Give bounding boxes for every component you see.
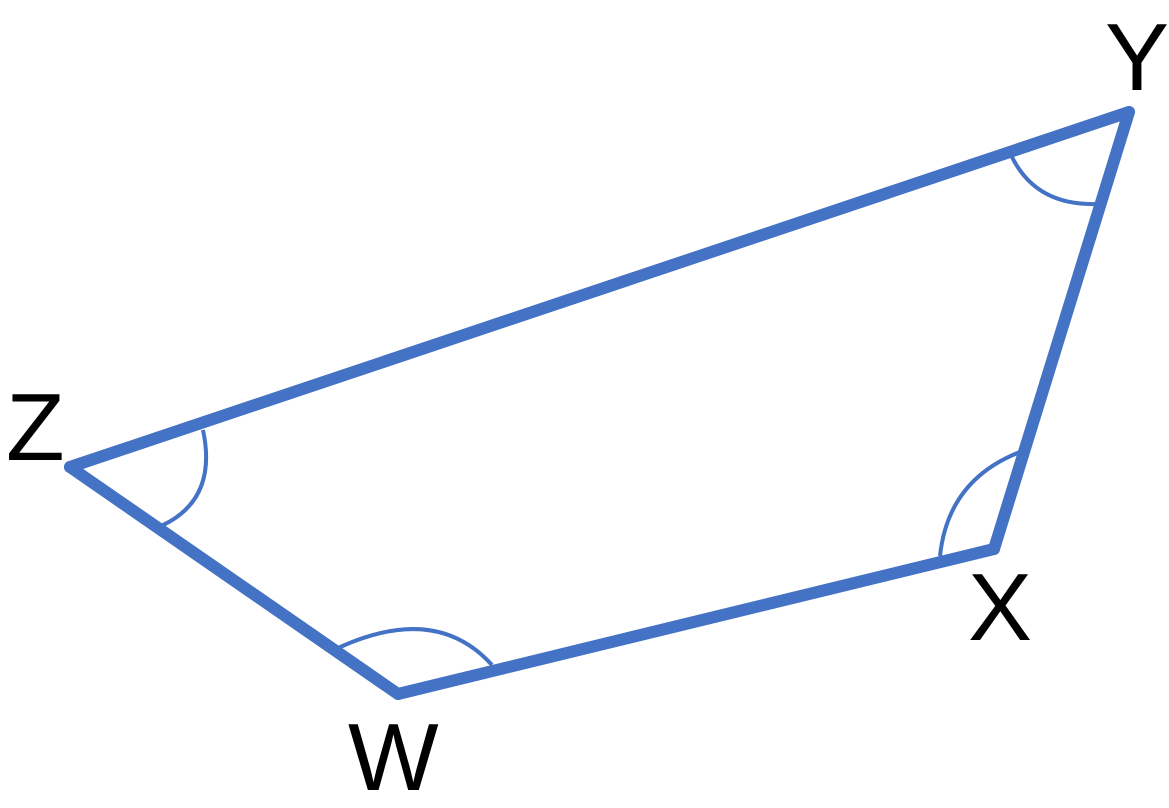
vertex-label-z: Z	[6, 374, 65, 481]
side-zw	[64, 461, 404, 700]
vertex-label-y: Y	[1105, 4, 1169, 111]
angle-arc-x	[938, 450, 1021, 557]
vertex-label-w: W	[348, 704, 439, 808]
angle-arc-z	[160, 429, 209, 528]
side-xy	[988, 106, 1135, 555]
side-wx	[392, 543, 1000, 700]
angle-arc-w	[337, 627, 494, 667]
side-yz	[64, 106, 1135, 473]
vertex-label-x: X	[968, 554, 1032, 661]
angle-arc-y	[1009, 154, 1098, 207]
